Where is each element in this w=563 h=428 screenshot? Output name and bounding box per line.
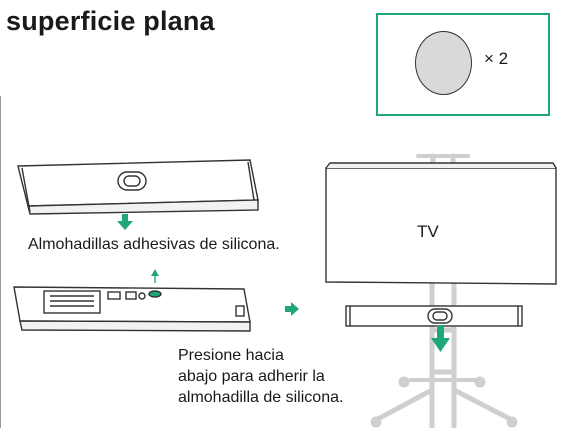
press-caption: Presione hacia abajo para adherir la alm… xyxy=(178,345,343,408)
soundbar-front-illustration xyxy=(17,159,259,215)
silicone-pad-icon xyxy=(415,31,472,95)
pad-quantity: × 2 xyxy=(484,49,509,68)
tv-label: TV xyxy=(417,222,439,241)
soundbar-back-illustration xyxy=(13,286,251,332)
right-arrow-icon xyxy=(285,302,299,316)
press-caption-line-1: Presione hacia xyxy=(178,347,284,364)
press-caption-line-3: almohadilla de silicona. xyxy=(178,389,344,406)
page-title: superficie plana xyxy=(6,6,215,36)
press-caption-line-2: abajo para adherir la xyxy=(178,368,325,385)
parts-box: × 2 xyxy=(376,13,550,116)
up-arrow-icon xyxy=(151,269,159,283)
left-divider xyxy=(0,96,1,428)
pads-caption: Almohadillas adhesivas de silicona. xyxy=(28,236,280,253)
tv-illustration xyxy=(325,162,557,285)
down-arrow-icon xyxy=(117,214,133,230)
mounted-soundbar-illustration xyxy=(345,305,523,327)
press-down-arrow-icon xyxy=(431,325,450,352)
